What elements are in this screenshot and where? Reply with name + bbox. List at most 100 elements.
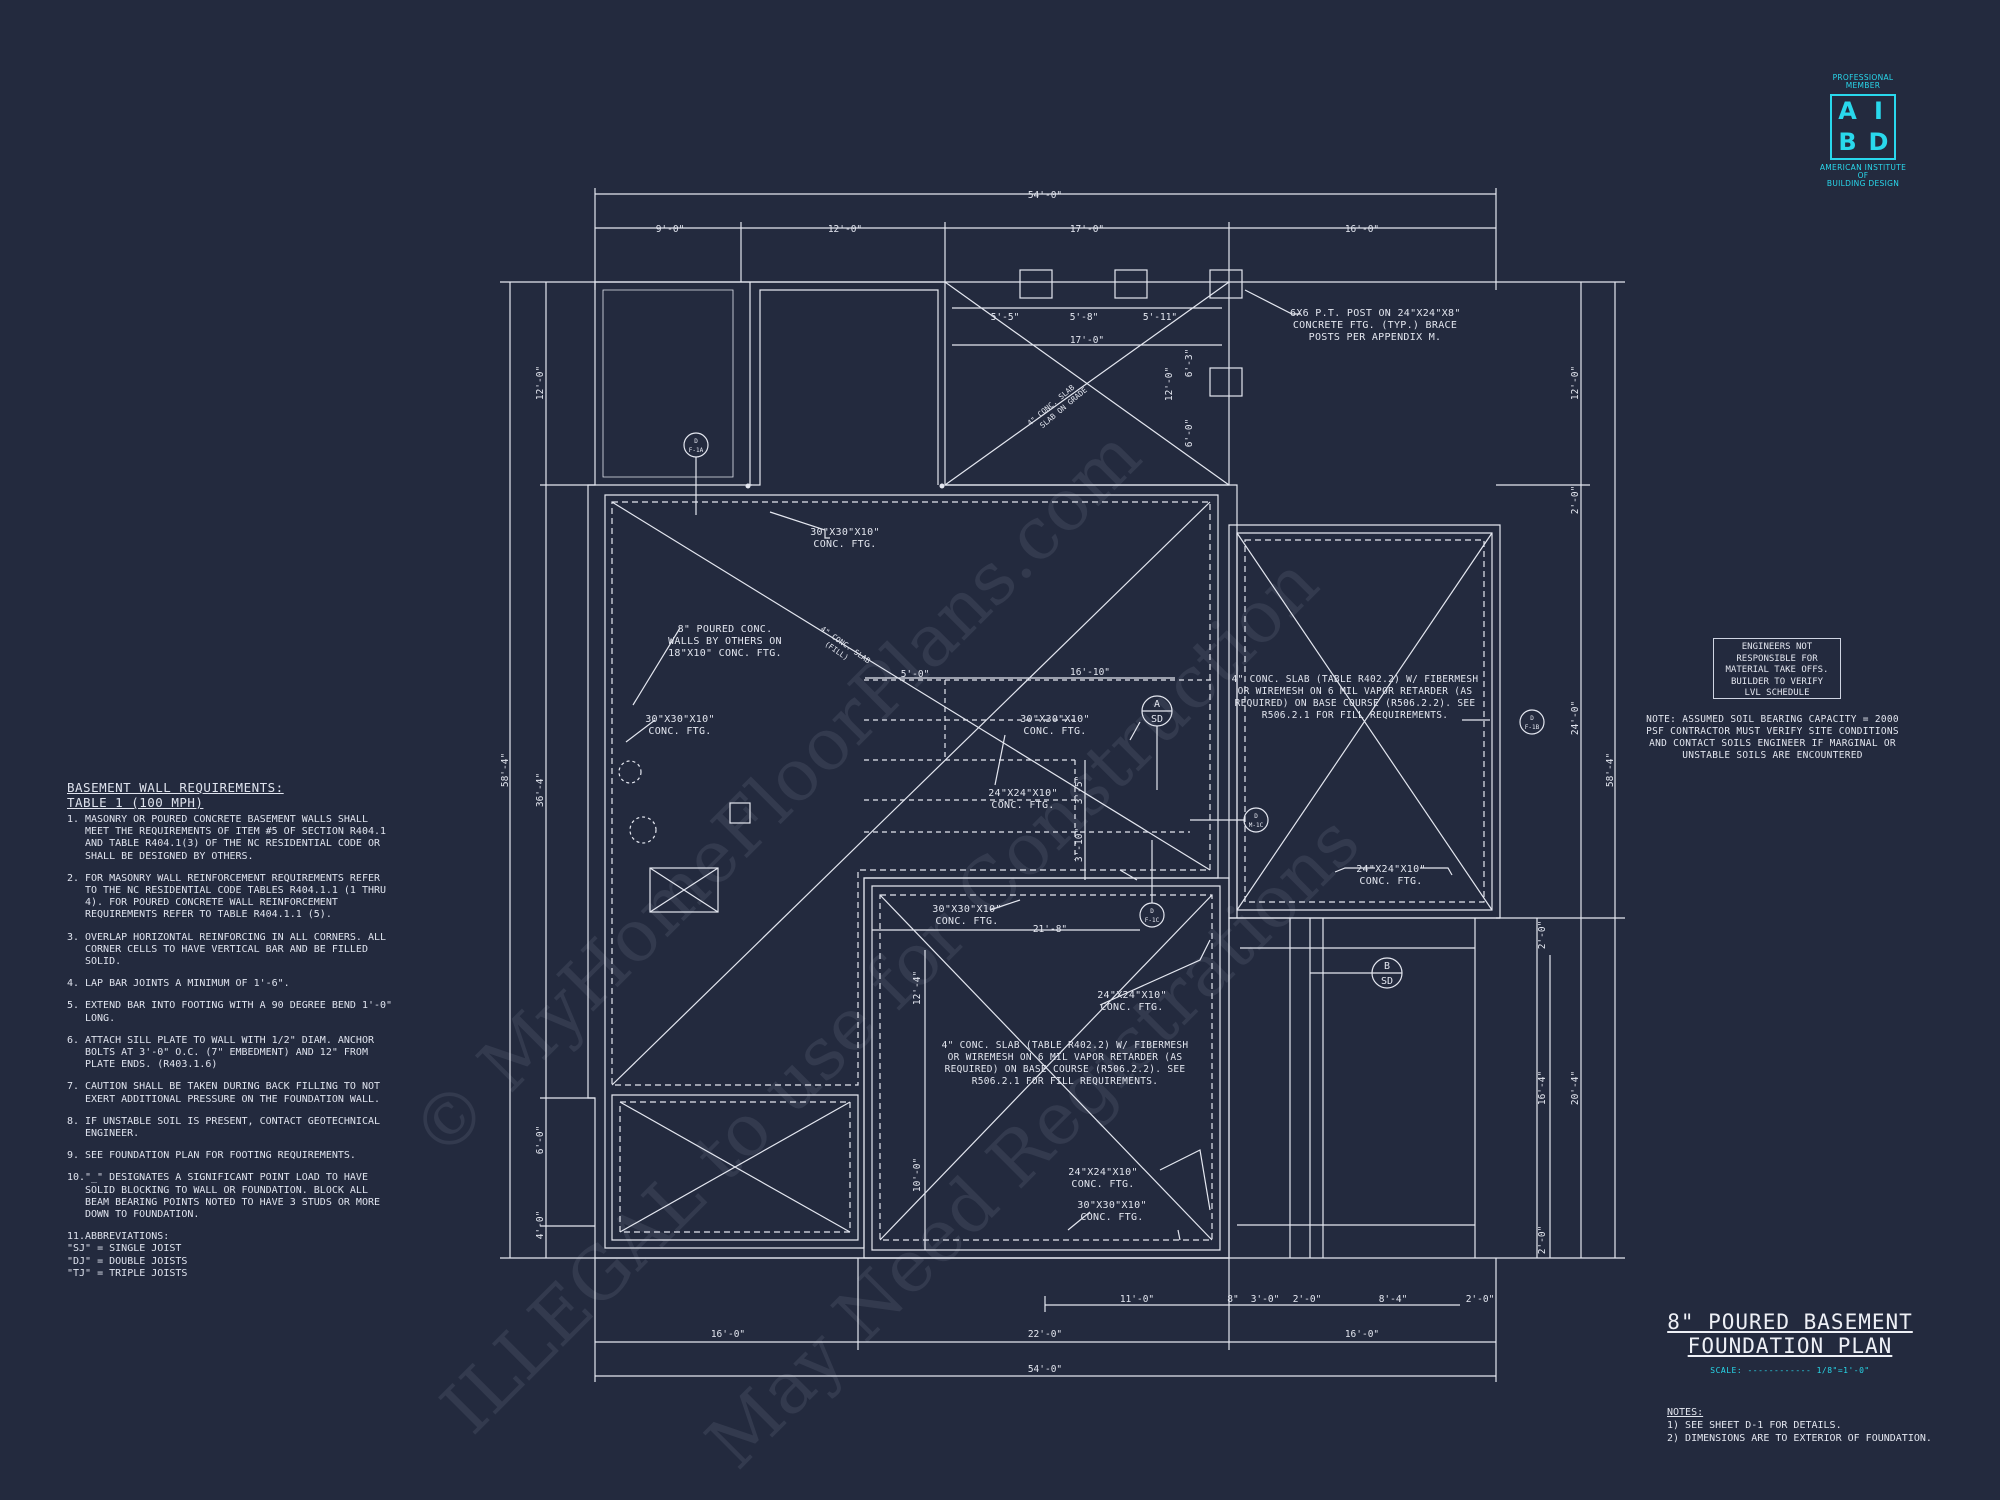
wall-req-item: 9.SEE FOUNDATION PLAN FOR FOOTING REQUIR… xyxy=(67,1150,356,1162)
section-d1-top: D xyxy=(694,438,698,445)
dim-bottom-1: 16'-0" xyxy=(711,1329,745,1340)
dim-top-1: 9'-0" xyxy=(656,224,685,235)
wall-requirements-header: BASEMENT WALL REQUIREMENTS: xyxy=(67,780,284,795)
section-d3-bottom: M-1C xyxy=(1249,822,1264,829)
dim-inner-2: 16'-10" xyxy=(1070,667,1110,678)
slab-lower-note: 4" CONC. SLAB (TABLE R402.2) w/ FIBERMES… xyxy=(941,1040,1189,1087)
dim-bottom-f: 2'-0" xyxy=(1466,1294,1495,1305)
logo-letter-i: I xyxy=(1874,97,1883,125)
section-d4-top: D xyxy=(1150,908,1154,915)
wall-requirements-table: TABLE 1 (100 MPH) xyxy=(67,795,204,810)
dim-left-1: 12'-0" xyxy=(535,366,546,400)
ftg-30-d: 30"x30"x10" CONC. FTG. xyxy=(932,904,1002,927)
dim-bottom-2: 22'-0" xyxy=(1028,1329,1062,1340)
logo-bottom-text-1: AMERICAN INSTITUTE xyxy=(1819,163,1907,172)
logo-letter-b: B xyxy=(1838,128,1857,156)
dim-right-6: 20'-4" xyxy=(1570,1071,1581,1105)
dim-porch-v1: 12'-0" xyxy=(1164,367,1175,401)
wall-req-item: 6.ATTACH SILL PLATE TO WALL WITH 1/2" DI… xyxy=(67,1034,374,1071)
dim-inner-4: 3'-10" xyxy=(1074,828,1085,862)
logo-letter-a: A xyxy=(1838,97,1857,125)
poured-walls-note: 8" POURED CONC. WALLS BY OTHERS ON 18"x1… xyxy=(668,624,782,659)
section-d2-bottom: F-1B xyxy=(1525,724,1540,731)
dim-bottom-overall: 54'-0" xyxy=(1028,1364,1062,1375)
dim-inner-1: 5'-0" xyxy=(901,669,930,680)
post-note: 6x6 P.T. POST ON 24"x24"x8" CONCRETE FTG… xyxy=(1290,308,1461,343)
dim-bottom-3: 16'-0" xyxy=(1345,1329,1379,1340)
wall-req-item: 3.OVERLAP HORIZONTAL REINFORCING IN ALL … xyxy=(67,931,387,968)
dim-right-overall: 58'-4" xyxy=(1605,753,1616,787)
bottom-notes-header: NOTES: xyxy=(1667,1407,1704,1418)
dim-inner-3: 3'-5" xyxy=(1074,776,1085,805)
dim-right-1: 12'-0" xyxy=(1570,366,1581,400)
dim-right-7: 2'-0" xyxy=(1537,1226,1548,1255)
dim-porch-v3: 6'-0" xyxy=(1184,419,1195,448)
ftg-24-a: 24"x24"x10" CONC. FTG. xyxy=(988,788,1058,811)
dim-left-2: 36'-4" xyxy=(535,773,546,807)
section-d1-bottom: F-1A xyxy=(689,447,704,454)
bottom-note-item: 2) DIMENSIONS ARE TO EXTERIOR OF FOUNDAT… xyxy=(1667,1433,1932,1444)
wall-req-item: 8.IF UNSTABLE SOIL IS PRESENT, CONTACT G… xyxy=(67,1115,381,1140)
bottom-notes: NOTES: 1) SEE SHEET D-1 FOR DETAILS. 2) … xyxy=(1667,1406,1932,1445)
section-a-top: A xyxy=(1154,699,1160,710)
wall-req-item: 1.MASONRY OR POURED CONCRETE BASEMENT WA… xyxy=(67,814,387,862)
ftg-24-c: 24"x24"x10" CONC. FTG. xyxy=(1097,990,1167,1013)
wall-requirements-list: 1.MASONRY OR POURED CONCRETE BASEMENT WA… xyxy=(67,814,397,1243)
slab-garage-note: 4" CONC. SLAB (TABLE R402.2) w/ FIBERMES… xyxy=(1231,674,1479,721)
dim-porch-1: 5'-5" xyxy=(991,312,1020,323)
dim-left-3: 6'-0" xyxy=(535,1126,546,1155)
title-scale: SCALE: ------------ 1/8"=1'-0" xyxy=(1710,1366,1870,1375)
logo-letter-d: D xyxy=(1868,128,1889,156)
dim-top-3: 17'-0" xyxy=(1070,224,1104,235)
dim-right-2: 2'-0" xyxy=(1570,486,1581,515)
title-line-1: 8" POURED BASEMENT xyxy=(1667,1310,1913,1334)
dim-right-5: 16'-4" xyxy=(1537,1071,1548,1105)
dim-right-3: 24'-0" xyxy=(1570,701,1581,735)
dim-top-2: 12'-0" xyxy=(828,224,862,235)
dim-bottom-e: 8'-4" xyxy=(1379,1294,1408,1305)
dim-bottom-a: 11'-0" xyxy=(1120,1294,1154,1305)
dim-top-4: 16'-0" xyxy=(1345,224,1379,235)
ftg-30-c: 30"x30"x10" CONC. FTG. xyxy=(1020,714,1090,737)
wall-req-item: 11.ABBREVIATIONS: xyxy=(67,1231,170,1243)
dim-bottom-b: 8" xyxy=(1227,1294,1238,1305)
aibd-logo: PROFESSIONAL MEMBER A I B D AMERICAN INS… xyxy=(1815,74,1911,188)
ftg-30-e: 30"x30"x10" CONC. FTG. xyxy=(1077,1200,1147,1223)
section-b-top: B xyxy=(1384,961,1390,972)
dim-bottom-c: 3'-0" xyxy=(1251,1294,1280,1305)
ftg-24-b: 24"x24"x10" CONC. FTG. xyxy=(1356,864,1426,887)
section-a-bottom: SD xyxy=(1151,714,1163,725)
logo-letter-box: A I B D xyxy=(1830,94,1896,160)
dim-right-4: 2'-0" xyxy=(1537,921,1548,950)
wall-req-item: 5.EXTEND BAR INTO FOOTING WITH A 90 DEGR… xyxy=(67,1000,393,1024)
dim-left-overall: 58'-4" xyxy=(500,753,511,787)
title-line-2: FOUNDATION PLAN xyxy=(1687,1334,1893,1358)
dim-top-overall: 54'-0" xyxy=(1028,190,1062,201)
wall-req-item: 7.CAUTION SHALL BE TAKEN DURING BACK FIL… xyxy=(67,1081,381,1105)
section-b-bottom: SD xyxy=(1381,976,1393,987)
dim-bottom-d: 2'-0" xyxy=(1293,1294,1322,1305)
dim-porch-3: 5'-11" xyxy=(1143,312,1177,323)
ftg-30-a: 30"x30"x10" CONC. FTG. xyxy=(810,527,880,550)
dim-inner-6: 12'-4" xyxy=(912,971,923,1005)
dim-inner-5: 21'-8" xyxy=(1033,924,1067,935)
title-block: 8" POURED BASEMENT FOUNDATION PLAN SCALE… xyxy=(1640,1310,1940,1377)
ftg-24-d: 24"x24"x10" CONC. FTG. xyxy=(1068,1167,1138,1190)
dim-porch-total: 17'-0" xyxy=(1070,335,1104,346)
bottom-note-item: 1) SEE SHEET D-1 FOR DETAILS. xyxy=(1667,1420,1842,1431)
soil-note: NOTE: ASSUMED SOIL BEARING CAPACITY = 20… xyxy=(1646,714,1899,761)
svg-text:4" CONC. SLAB SLAB ON GR: 4" CONC. SLAB SLAB ON GRADE xyxy=(1026,377,1090,435)
section-d4-bottom: F-1C xyxy=(1145,917,1160,924)
ftg-30-b: 30"x30"x10" CONC. FTG. xyxy=(645,714,715,737)
dim-porch-v2: 6'-3" xyxy=(1184,349,1195,378)
section-d3-top: D xyxy=(1254,813,1258,820)
logo-top-text: PROFESSIONAL MEMBER xyxy=(1832,73,1894,90)
wall-req-item: 10."_" DESIGNATES A SIGNIFICANT POINT LO… xyxy=(67,1172,381,1221)
logo-bottom-text-2: OF xyxy=(1857,171,1869,180)
dim-porch-2: 5'-8" xyxy=(1070,312,1099,323)
dim-inner-7: 10'-0" xyxy=(912,1158,923,1192)
dim-left-4: 4'-0" xyxy=(535,1211,546,1240)
wall-requirements: BASEMENT WALL REQUIREMENTS: TABLE 1 (100… xyxy=(67,780,397,1280)
wall-req-item: 2.FOR MASONRY WALL REINFORCEMENT REQUIRE… xyxy=(67,872,387,921)
